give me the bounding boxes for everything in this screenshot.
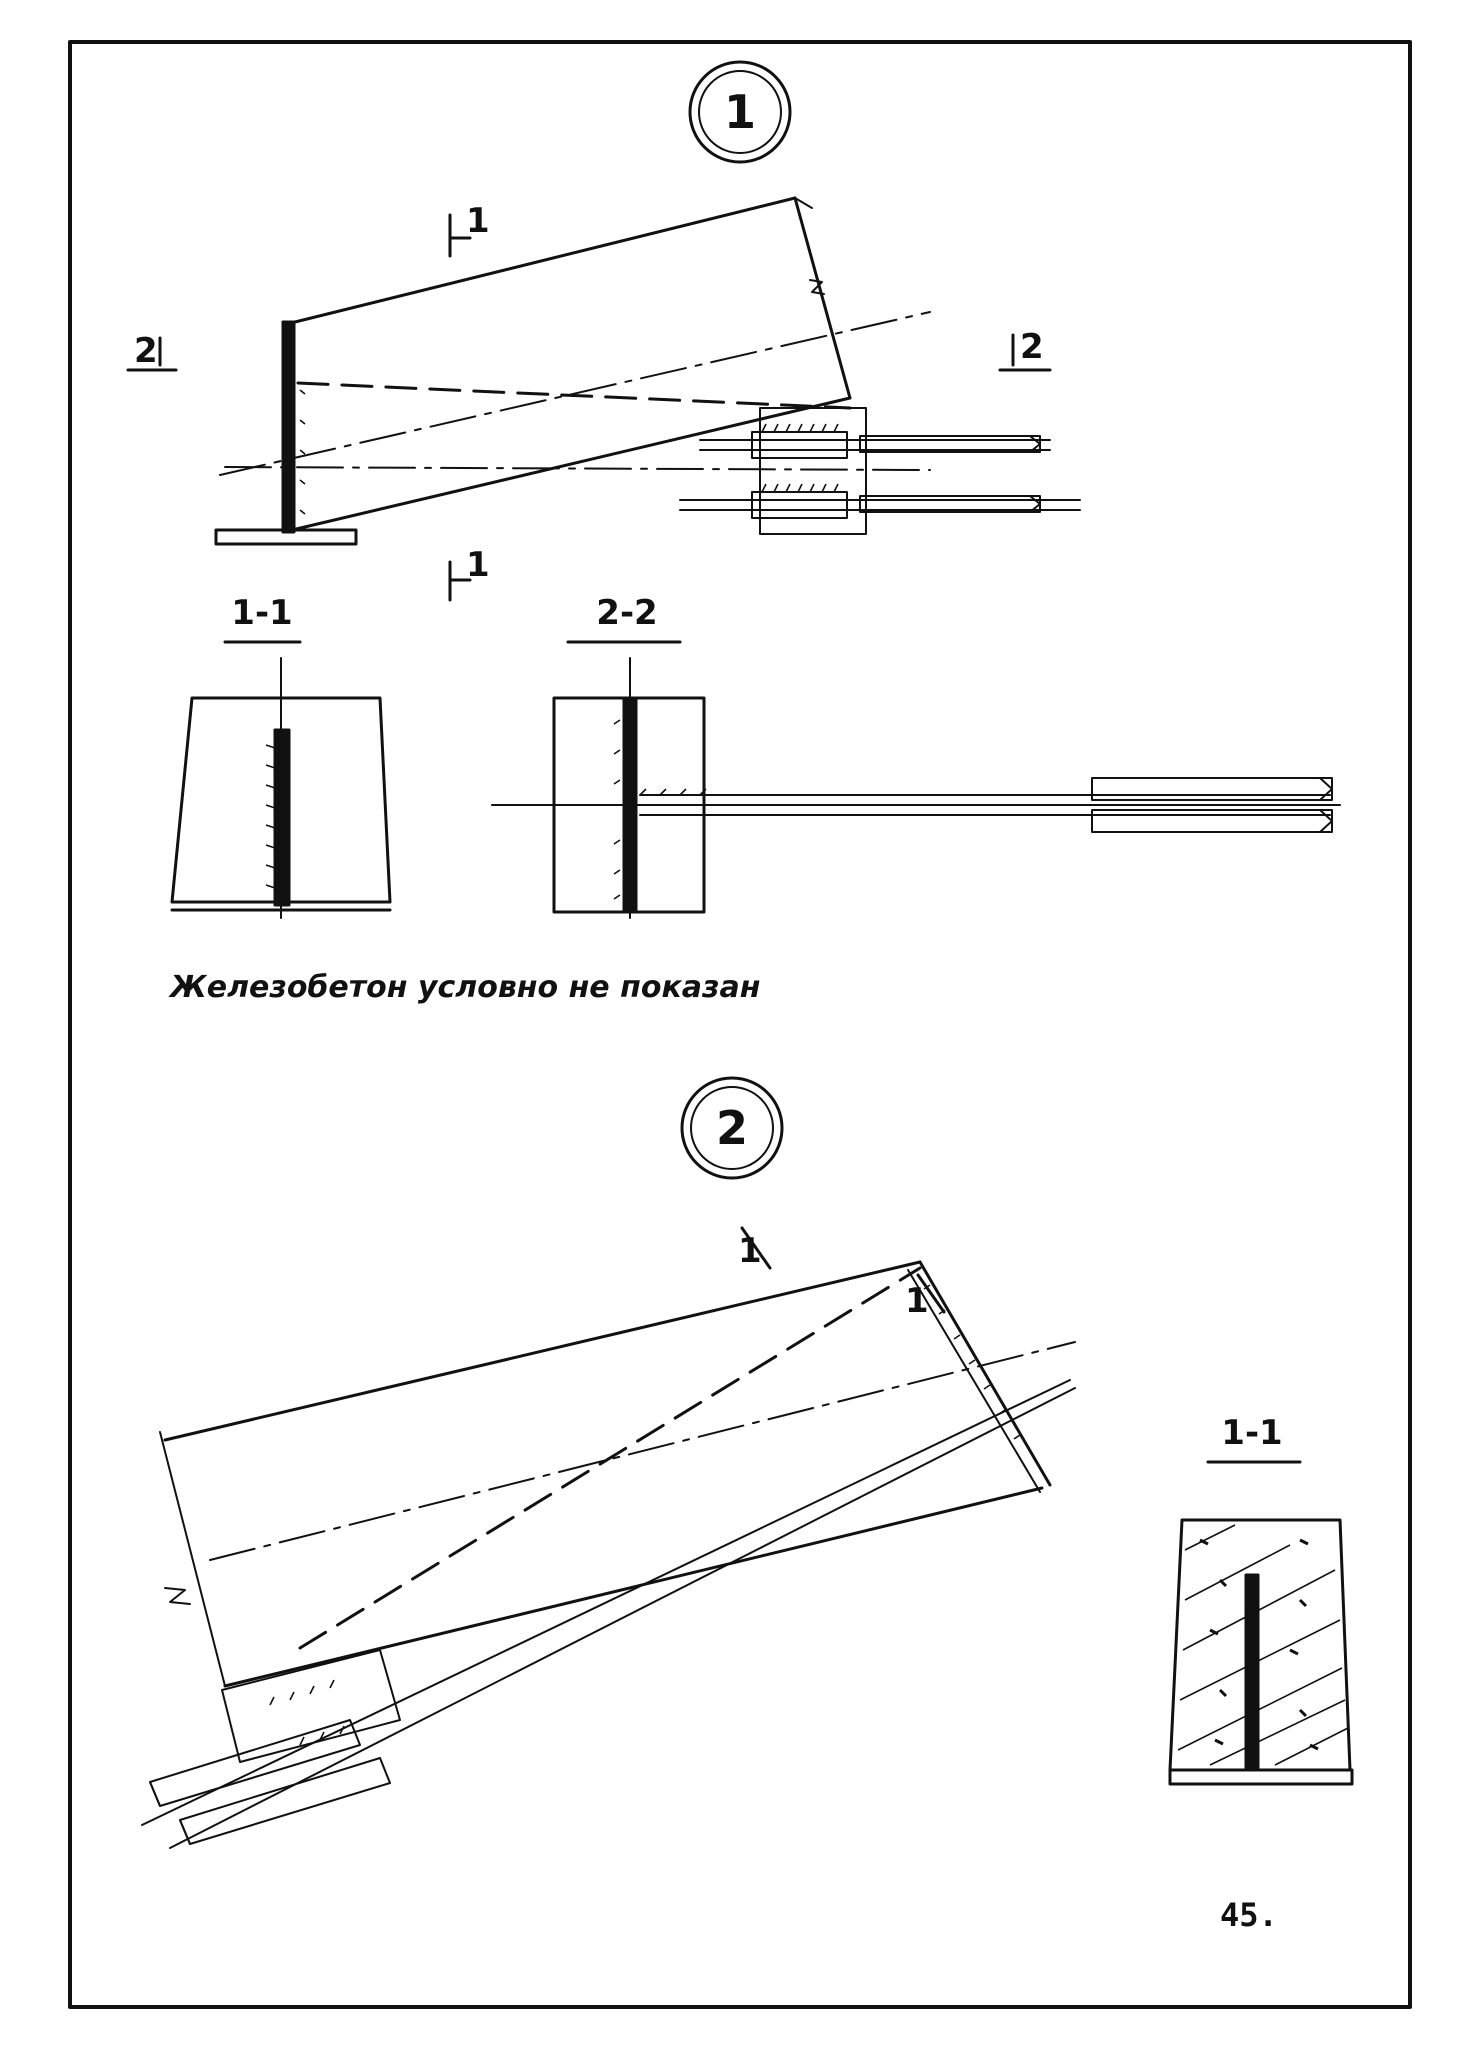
svg-text:1: 1 <box>738 1231 762 1271</box>
drawing-1-cut-mark-top: 1 <box>448 201 490 258</box>
section-1-1-title: 1-1 <box>231 593 292 633</box>
svg-text:1: 1 <box>905 1281 929 1321</box>
svg-text:1: 1 <box>466 201 490 241</box>
drawing-2-number-badge: 2 <box>680 1076 784 1180</box>
drawing-2-section-1-1-title: 1-1 <box>1221 1413 1282 1453</box>
drawing-2-number: 2 <box>716 1101 748 1155</box>
svg-text:2: 2 <box>1020 327 1044 367</box>
drawing-1-number: 1 <box>724 85 756 139</box>
drawing-2: 2 1 1 <box>141 1076 1354 1849</box>
drawing-1-note: Железобетон условно не показан <box>168 970 760 1005</box>
drawing-1-section-1-1: 1-1 <box>170 593 392 919</box>
drawing-2-elevation <box>141 1260 1076 1849</box>
drawing-1-anchor-bolts <box>679 407 1081 535</box>
drawing-1-number-badge: 1 <box>688 60 792 164</box>
drawing-1-section-2-2: 2-2 <box>491 593 1341 919</box>
page-number: 45. <box>1220 1896 1278 1934</box>
drawing-1: 1 1 1 2 2 <box>126 60 1341 1005</box>
svg-text:1: 1 <box>466 545 490 585</box>
drawing-2-section-1-1: 1-1 <box>1168 1413 1354 1786</box>
drawing-1-cut-mark-right: 2 <box>998 327 1052 372</box>
drawing-2-anchor-bolts <box>149 1649 401 1845</box>
drawing-2-cut-mark-top: 1 <box>738 1226 772 1271</box>
drawing-1-cut-mark-bottom: 1 <box>448 545 490 602</box>
section-2-2-title: 2-2 <box>596 593 657 633</box>
drawing-2-cut-mark-bottom: 1 <box>905 1273 946 1321</box>
drawing-1-cut-mark-left: 2 <box>126 331 178 372</box>
drawing-1-elevation <box>214 196 1081 546</box>
sheet-frame <box>68 40 1412 2009</box>
svg-text:2: 2 <box>134 331 158 371</box>
